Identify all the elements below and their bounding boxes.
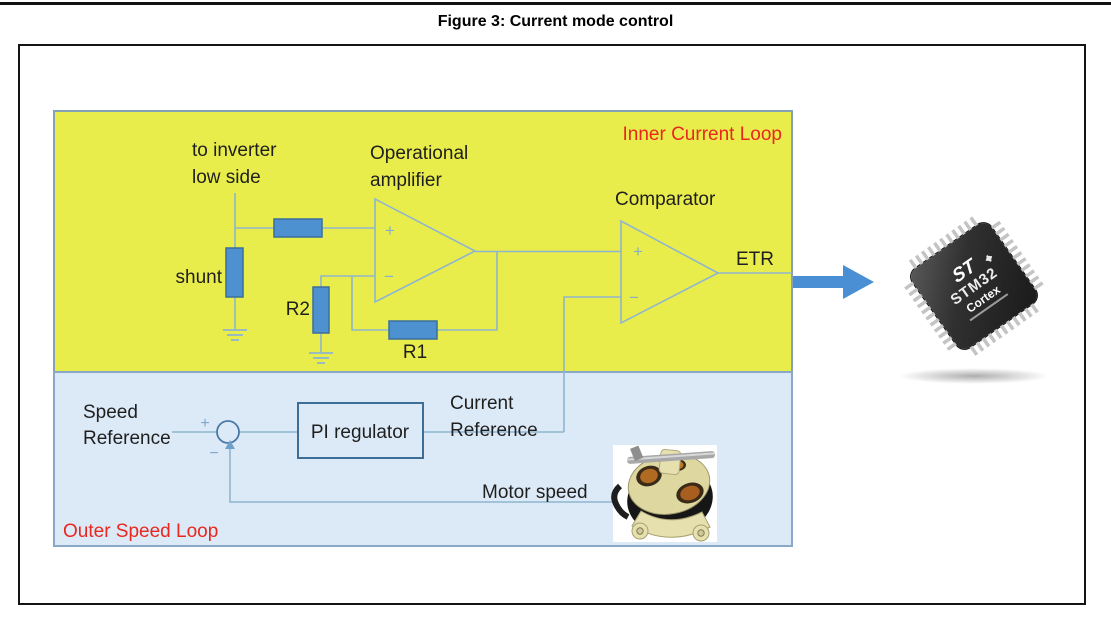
label-to-inverter-line2: low side — [192, 167, 261, 188]
wire-motor-speed-feedback — [229, 446, 613, 503]
motor-winding — [640, 468, 658, 484]
butterfly-icon — [980, 253, 994, 266]
etr-arrow — [793, 265, 874, 299]
diagram-canvas: + − + − + − PI regulator to inverter low… — [53, 110, 874, 547]
label-speed-ref-line2: Reference — [83, 428, 171, 449]
label-shunt: shunt — [176, 267, 223, 288]
resistor-input — [273, 218, 323, 238]
opamp-minus-sign: − — [384, 267, 394, 286]
label-opamp-line1: Operational — [370, 143, 468, 164]
motor-image — [611, 445, 717, 542]
chip-shadow — [898, 368, 1050, 384]
comparator-minus-sign: − — [629, 288, 639, 307]
motor-hub — [658, 448, 682, 476]
comparator-plus-sign: + — [633, 242, 643, 261]
sum-plus-sign: + — [200, 415, 209, 432]
motor-flange-hole — [636, 527, 644, 535]
resistor-r2 — [312, 286, 330, 334]
motor-wires — [611, 483, 630, 520]
sum-minus-sign: − — [209, 445, 218, 462]
motor-prop-screw — [630, 445, 644, 461]
motor-flange-hole — [697, 529, 705, 537]
label-inner-current-loop: Inner Current Loop — [623, 124, 783, 145]
motor-winding — [680, 485, 700, 501]
label-to-inverter-line1: to inverter — [192, 140, 277, 161]
comparator-triangle — [620, 219, 720, 325]
motor-flange — [631, 510, 711, 538]
pi-regulator-box — [297, 402, 424, 459]
top-rule — [0, 2, 1111, 5]
figure-caption: Figure 3: Current mode control — [437, 13, 674, 30]
resistor-shunt — [225, 247, 244, 298]
label-opamp-line2: amplifier — [370, 170, 442, 191]
label-outer-speed-loop: Outer Speed Loop — [63, 521, 218, 542]
label-r1: R1 — [403, 342, 427, 363]
pi-regulator-label: PI regulator — [311, 422, 410, 443]
label-speed-ref-line1: Speed — [83, 402, 138, 423]
label-current-ref-line1: Current — [450, 393, 514, 414]
ground-r2 — [309, 352, 333, 364]
summing-junction — [216, 420, 240, 444]
motor-shaft-highlight — [627, 452, 715, 461]
wire-comparator-minus-reference — [563, 296, 621, 432]
label-motor-speed: Motor speed — [482, 482, 588, 503]
label-comparator: Comparator — [615, 189, 716, 210]
figure-frame: + − + − + − PI regulator to inverter low… — [18, 44, 1086, 605]
label-r2: R2 — [286, 299, 310, 320]
label-current-ref-line2: Reference — [450, 420, 538, 441]
ground-shunt — [223, 329, 247, 341]
feedback-arrowhead — [225, 440, 235, 449]
label-etr: ETR — [736, 249, 774, 270]
resistor-r1 — [388, 320, 438, 340]
opamp-triangle — [374, 197, 477, 304]
opamp-plus-sign: + — [385, 221, 395, 240]
